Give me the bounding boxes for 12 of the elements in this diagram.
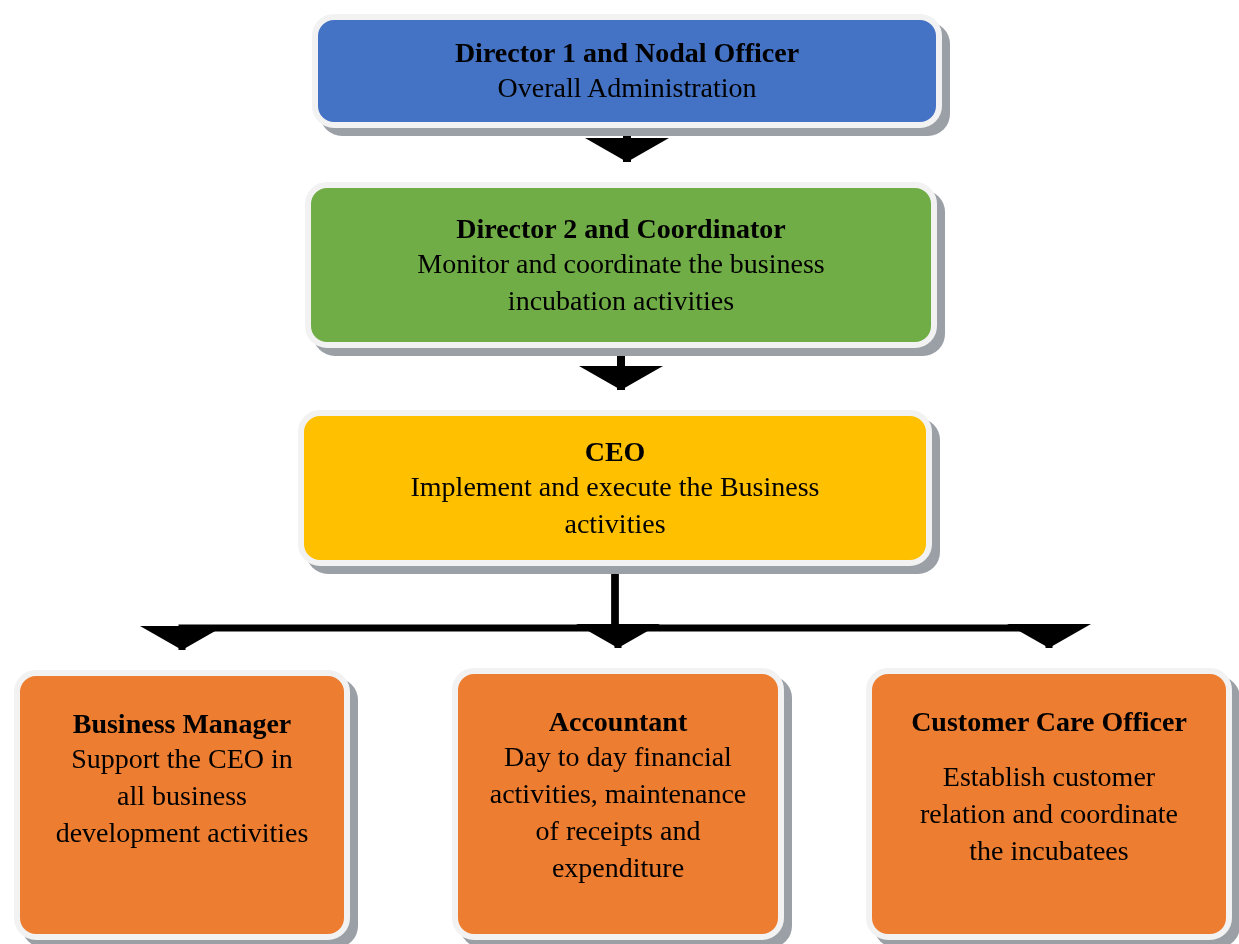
role-title: Business Manager: [72, 707, 292, 741]
role-description: Support the CEO in all business development activities: [54, 742, 310, 850]
role-description: Overall Administration: [497, 71, 757, 105]
role-title: Customer Care Officer: [911, 705, 1187, 739]
role-title: Director 1 and Nodal Officer: [454, 36, 800, 70]
role-description: Day to day financial activities, maintenance of receipts and expenditure: [488, 740, 748, 885]
role-description: Establish customer relation and coordinate the incubatees: [918, 760, 1180, 868]
role-description: Implement and execute the Business activities: [409, 469, 821, 541]
role-title: Director 2 and Coordinator: [456, 211, 786, 246]
role-title: Accountant: [548, 705, 688, 739]
role-title: CEO: [584, 434, 646, 469]
role-description: Monitor and coordinate the business incubation activities: [416, 246, 826, 318]
